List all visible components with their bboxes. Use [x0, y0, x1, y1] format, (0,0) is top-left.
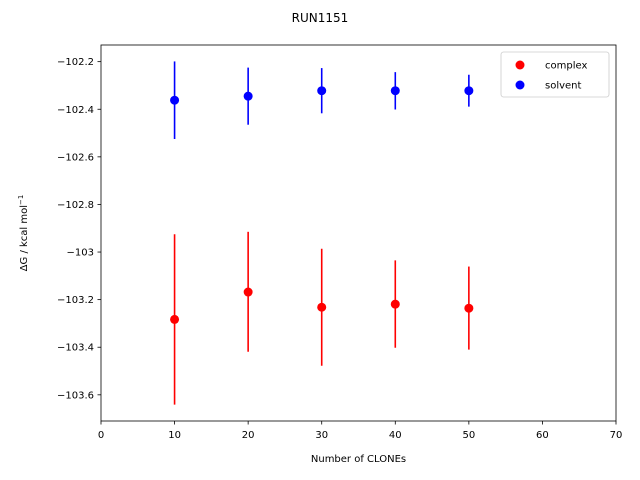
- series-solvent: [170, 61, 474, 139]
- y-axis-label: ΔG / kcal mol−1: [17, 195, 30, 272]
- y-tick-label: −102.2: [57, 57, 94, 68]
- legend-marker-solvent: [515, 80, 525, 90]
- legend-box: [500, 51, 610, 98]
- x-tick-label: 50: [462, 430, 475, 441]
- x-tick-label: 20: [242, 430, 255, 441]
- series-layer: [170, 61, 474, 405]
- data-point: [317, 86, 327, 96]
- x-axis-label: Number of CLONEs: [311, 454, 406, 465]
- x-tick-label: 60: [536, 430, 549, 441]
- data-point: [170, 95, 180, 105]
- data-point: [390, 86, 400, 96]
- plot-area: [100, 44, 617, 422]
- y-axis-label-main: ΔG / kcal mol: [19, 205, 30, 271]
- x-tick-label: 30: [315, 430, 328, 441]
- y-tick-label: −102.4: [57, 105, 94, 116]
- x-tick-label: 40: [389, 430, 402, 441]
- y-axis-label-exponent: −1: [17, 195, 25, 205]
- legend-marker-complex: [515, 60, 525, 70]
- x-tick-label: 10: [168, 430, 181, 441]
- data-point: [390, 299, 400, 309]
- series-complex: [170, 231, 474, 405]
- x-tick-label: 70: [610, 430, 623, 441]
- data-point: [170, 314, 180, 324]
- y-tick-label: −103.4: [57, 343, 94, 354]
- y-tick-label: −102.6: [57, 152, 94, 163]
- legend-label-solvent: solvent: [545, 81, 582, 92]
- x-tick-label: 0: [98, 430, 104, 441]
- data-point: [243, 287, 253, 297]
- y-tick-label: −103.6: [57, 390, 94, 401]
- y-tick-label: −103: [67, 248, 94, 259]
- data-point: [464, 86, 474, 96]
- data-point: [464, 303, 474, 313]
- x-axis: 0 10 20 30 40 50 60 70: [98, 421, 623, 441]
- plot-frame: [100, 44, 617, 422]
- data-point: [243, 91, 253, 101]
- legend-label-complex: complex: [545, 61, 587, 72]
- chart-title: RUN1151: [292, 11, 349, 25]
- legend: complex solvent: [500, 51, 610, 98]
- data-point: [317, 302, 327, 312]
- y-tick-label: −103.2: [57, 295, 94, 306]
- y-tick-label: −102.8: [57, 200, 94, 211]
- y-axis: −103.6 −103.4 −103.2 −103 −102.8 −102.6 −102.4…: [57, 57, 101, 401]
